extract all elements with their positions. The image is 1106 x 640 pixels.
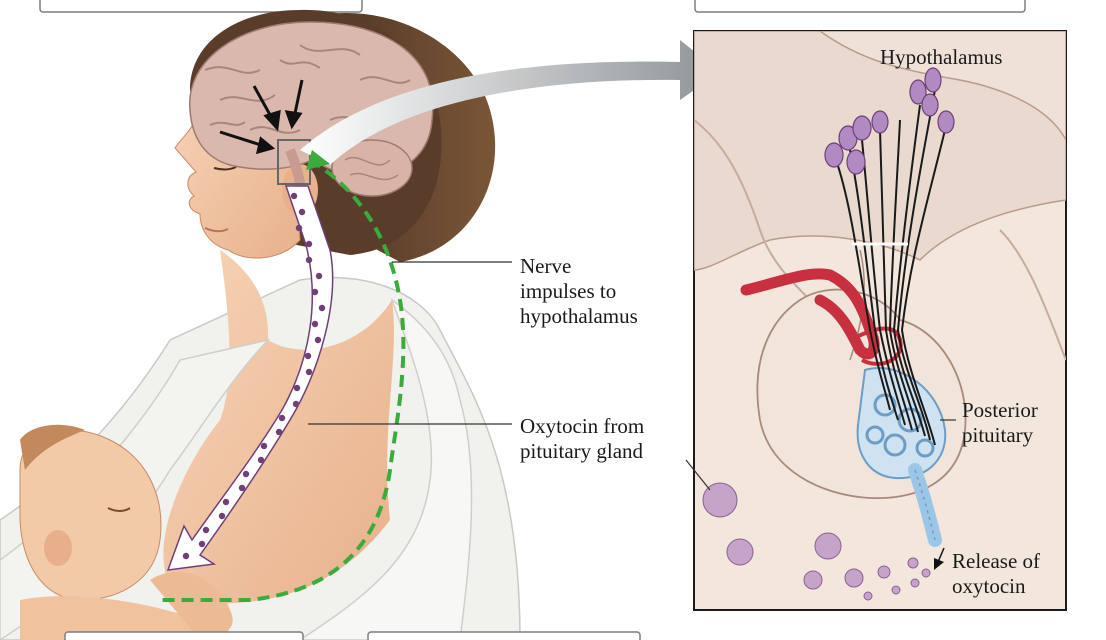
- nerve-impulses-label: Nerve impulses to hypothalamus: [520, 254, 638, 329]
- release-of-oxytocin-label: Release of oxytocin: [952, 549, 1040, 599]
- oxytocin-dot: [319, 305, 325, 311]
- oxytocin-source-label: Oxytocin from pituitary gland: [520, 414, 644, 464]
- posterior-pituitary-label: Posterior pituitary: [962, 398, 1038, 448]
- oxytocin-dot: [306, 369, 312, 375]
- oxytocin-dot: [293, 401, 299, 407]
- oxytocin-dot: [299, 209, 305, 215]
- bottom-left-label-box: [65, 632, 303, 640]
- oxytocin-dot: [239, 485, 245, 491]
- oxytocin-dot: [183, 553, 189, 559]
- oxytocin-dot: [261, 443, 267, 449]
- oxytocin-dot: [199, 541, 205, 547]
- oxytocin-dot: [219, 513, 225, 519]
- oxytocin-dot: [306, 241, 312, 247]
- oxytocin-dot: [291, 193, 297, 199]
- oxytocin-dot: [203, 527, 209, 533]
- oxytocin-dot: [312, 321, 318, 327]
- oxytocin-dot: [306, 257, 312, 263]
- oxytocin-dot: [312, 289, 318, 295]
- oxytocin-dot: [223, 499, 229, 505]
- oxytocin-dot: [243, 471, 249, 477]
- baby-ear: [44, 530, 72, 566]
- oxytocin-dot: [279, 415, 285, 421]
- oxytocin-dot: [276, 429, 282, 435]
- hypothalamus-label: Hypothalamus: [880, 45, 1002, 70]
- oxytocin-dot: [258, 457, 264, 463]
- oxytocin-dot: [296, 225, 302, 231]
- bottom-right-label-box: [368, 632, 640, 640]
- oxytocin-dot: [294, 385, 300, 391]
- top-right-label-box: [695, 0, 1025, 12]
- oxytocin-dot: [315, 337, 321, 343]
- oxytocin-dot: [316, 273, 322, 279]
- oxytocin-dot: [305, 353, 311, 359]
